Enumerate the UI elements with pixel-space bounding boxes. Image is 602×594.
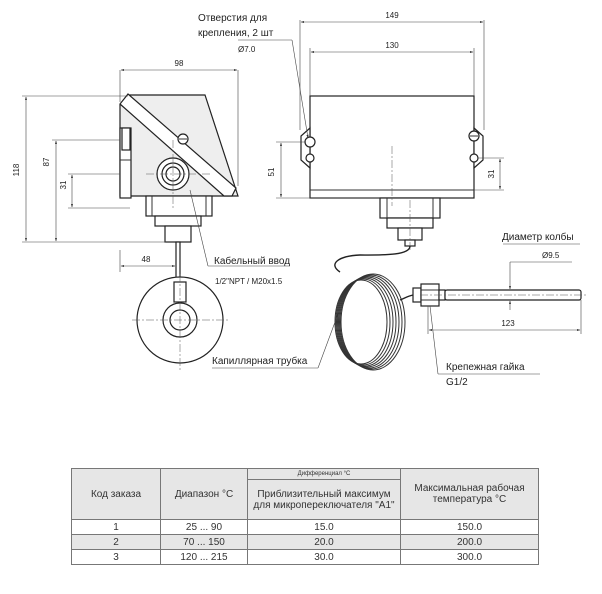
dim-bulb-123: 123 xyxy=(501,319,515,328)
header-differential-sub: Приблизительный максимум для микроперекл… xyxy=(247,479,401,520)
dim-side-31: 31 xyxy=(59,180,68,189)
table-row: 3 120 ... 215 30.0 300.0 xyxy=(71,549,539,565)
table-row: 2 70 ... 150 20.0 200.0 xyxy=(71,534,539,550)
header-order-code: Код заказа xyxy=(71,468,161,520)
label-capillary: Капиллярная трубка xyxy=(212,355,308,367)
header-range: Диапазон °C xyxy=(160,468,248,520)
callouts xyxy=(189,39,540,375)
cell-max: 200.0 xyxy=(400,534,539,550)
dim-side-48: 48 xyxy=(142,255,151,264)
cell-diff: 20.0 xyxy=(247,534,401,550)
header-differential: Дифференциал °C xyxy=(247,467,401,481)
label-mount-holes-line2: крепления, 2 шт xyxy=(198,28,274,39)
cell-range: 25 ... 90 xyxy=(160,519,248,535)
label-fixing-nut: Крепежная гайка xyxy=(446,362,525,373)
label-cable-entry-thread: 1/2"NPT / M20x1.5 xyxy=(215,277,283,286)
capillary-assembly: 123 xyxy=(334,243,588,371)
label-mount-holes-line1: Отверстия для xyxy=(198,13,267,24)
cell-max: 150.0 xyxy=(400,519,539,535)
header-max-temp: Максимальная рабочая температура °C xyxy=(400,468,539,520)
spec-table: Код заказа Диапазон °C Дифференциал °C М… xyxy=(71,467,539,565)
front-view: 149 130 51 31 xyxy=(267,11,504,250)
label-bulb-diameter-value: Ø9.5 xyxy=(542,251,560,260)
cell-code: 1 xyxy=(71,519,161,535)
label-fixing-nut-thread: G1/2 xyxy=(446,377,468,388)
dim-side-height: 118 xyxy=(12,163,21,176)
cell-code: 2 xyxy=(71,534,161,550)
dim-front-149: 149 xyxy=(385,11,399,20)
side-view: 98 118 87 31 48 xyxy=(12,59,239,370)
dim-side-87: 87 xyxy=(42,157,51,166)
dim-side-width: 98 xyxy=(175,59,184,68)
cell-range: 120 ... 215 xyxy=(160,549,248,565)
label-mount-hole-dia: Ø7.0 xyxy=(238,45,256,54)
dim-front-51: 51 xyxy=(267,167,276,176)
cell-max: 300.0 xyxy=(400,549,539,565)
label-bulb-diameter: Диаметр колбы xyxy=(502,231,574,243)
cell-diff: 30.0 xyxy=(247,549,401,565)
cell-diff: 15.0 xyxy=(247,519,401,535)
label-cable-entry: Кабельный ввод xyxy=(214,255,290,267)
capillary-coil xyxy=(334,273,406,371)
table-row: 1 25 ... 90 15.0 150.0 xyxy=(71,519,539,535)
dim-front-130: 130 xyxy=(385,41,399,50)
cell-code: 3 xyxy=(71,549,161,565)
dim-front-31: 31 xyxy=(487,169,496,178)
cell-range: 70 ... 150 xyxy=(160,534,248,550)
